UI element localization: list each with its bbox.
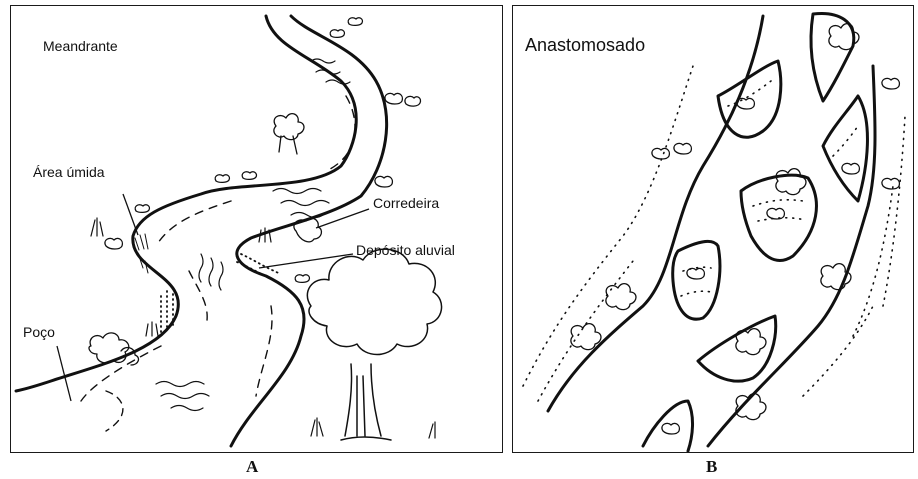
label-alluvial-deposit: Depósito aluvial xyxy=(356,242,455,258)
island-mid-left xyxy=(673,241,720,319)
label-pool: Poço xyxy=(23,324,55,340)
meandering-river-panel: Meandrante Área úmida Corredeira Depósit… xyxy=(10,5,503,453)
label-wetland: Área úmida xyxy=(33,164,105,180)
caption-a: A xyxy=(246,457,258,477)
deposit-dots xyxy=(161,254,281,336)
panel-a-title: Meandrante xyxy=(43,38,118,54)
river-centerline xyxy=(81,96,355,401)
river-left-bank xyxy=(548,16,763,411)
caption-b: B xyxy=(706,457,717,477)
label-rapids: Corredeira xyxy=(373,195,439,211)
stipple-dots xyxy=(523,66,905,401)
tree xyxy=(307,249,441,440)
anastomosing-river-panel: Anastomosado xyxy=(512,5,914,453)
anastomosing-river-drawing xyxy=(513,6,914,453)
island-bottom xyxy=(643,401,693,451)
island-right xyxy=(823,96,867,201)
leader-lines xyxy=(57,194,369,401)
bushes xyxy=(89,18,420,365)
panel-b-title: Anastomosado xyxy=(525,35,645,56)
meandering-river-drawing xyxy=(11,6,503,453)
river-left-bank xyxy=(16,16,356,391)
